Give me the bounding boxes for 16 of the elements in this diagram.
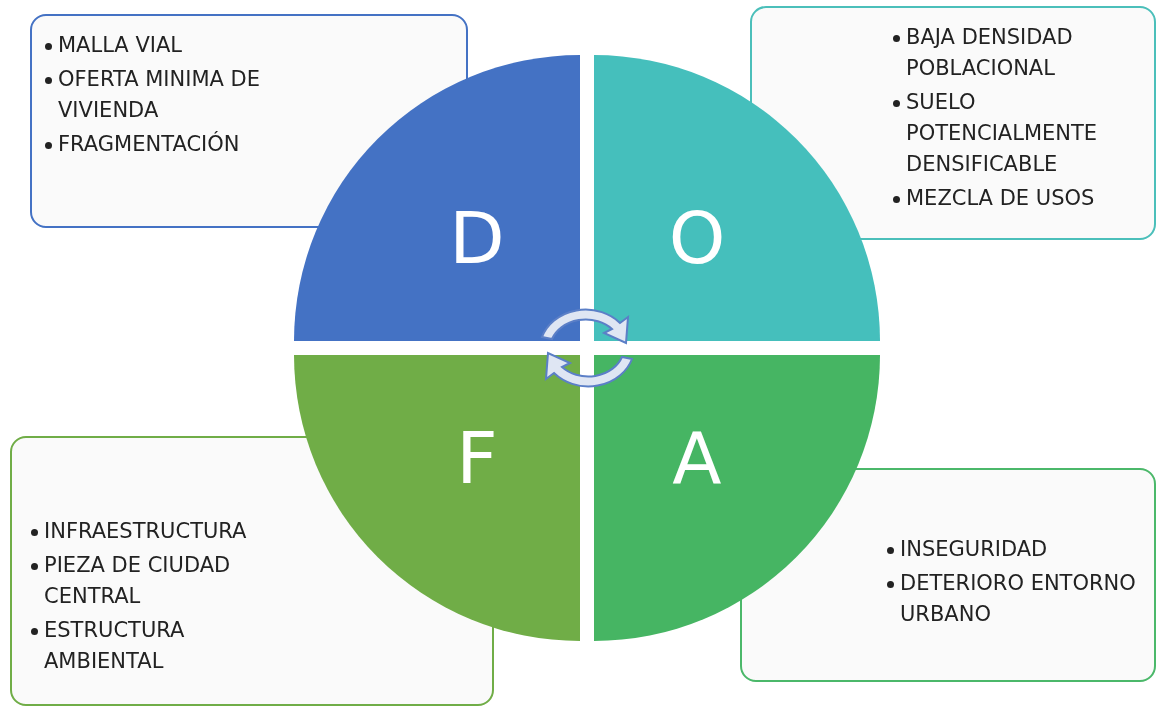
bullet-text: DETERIORO ENTORNO URBANO — [900, 571, 1136, 626]
bullet-text: SUELO POTENCIALMENTE DENSIFICABLE — [906, 90, 1098, 176]
quadrant-letter: A — [672, 416, 722, 500]
bullet-text: FRAGMENTACIÓN — [58, 132, 240, 156]
bullet-text: INFRAESTRUCTURA — [44, 519, 247, 543]
bullet-text: BAJA DENSIDAD POBLACIONAL — [906, 25, 1073, 80]
quadrant-letter: F — [456, 416, 498, 500]
bullet-text: INSEGURIDAD — [900, 537, 1048, 561]
bullet-text: MEZCLA DE USOS — [906, 186, 1095, 210]
quadrant-letter: D — [449, 196, 505, 280]
bullet-text: ESTRUCTURA AMBIENTAL — [44, 618, 185, 673]
quadrant-letter: O — [668, 196, 726, 280]
text-box — [750, 6, 1156, 240]
bullet-text: PIEZA DE CIUDAD CENTRAL — [44, 553, 231, 608]
bullet-text: MALLA VIAL — [58, 33, 183, 57]
bullet-text: OFERTA MINIMA DE VIVIENDA — [58, 67, 260, 122]
